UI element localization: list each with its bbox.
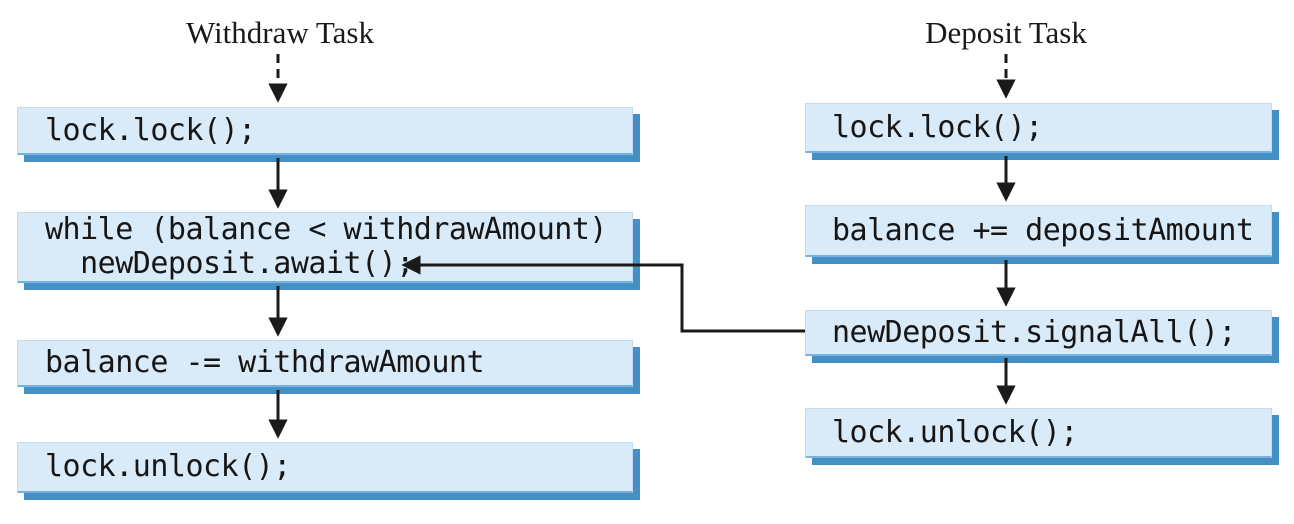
withdraw-task-title: Withdraw Task <box>186 15 374 50</box>
withdraw-while-await-box: while (balance < withdrawAmount) newDepo… <box>17 212 633 283</box>
deposit-unlock-box: lock.unlock(); <box>805 408 1272 458</box>
deposit-balance-box: balance += depositAmount <box>805 205 1272 257</box>
deposit-task-title: Deposit Task <box>925 15 1087 50</box>
withdraw-unlock-box: lock.unlock(); <box>17 442 633 493</box>
withdraw-lock-box: lock.lock(); <box>17 107 633 155</box>
withdraw-balance-box: balance -= withdrawAmount <box>17 340 633 387</box>
deposit-signalall-box: newDeposit.signalAll(); <box>805 310 1272 356</box>
deposit-lock-box: lock.lock(); <box>805 103 1272 153</box>
